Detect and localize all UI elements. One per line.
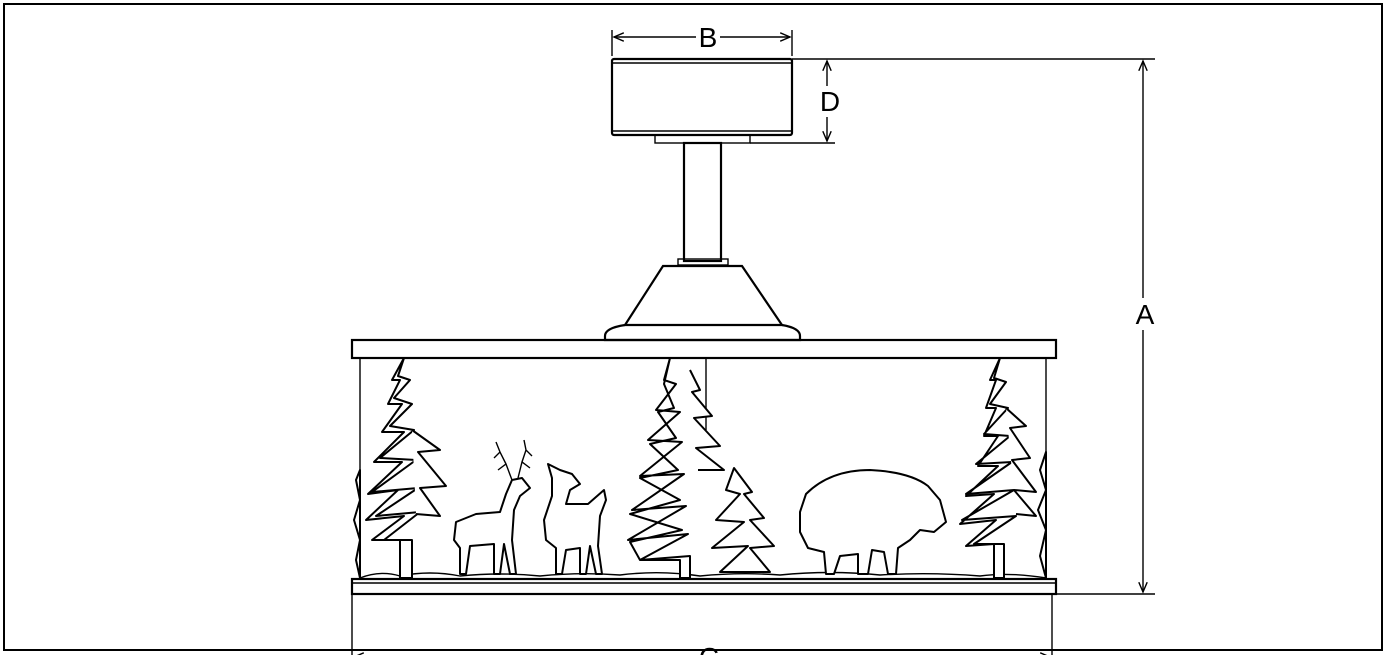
- tree-right: [959, 357, 1017, 579]
- drum-top-plate: [350, 338, 1058, 360]
- tree-right-branches: [1005, 407, 1037, 517]
- dimension-b: [611, 30, 793, 56]
- tree-center-tall-right: [689, 369, 725, 471]
- dimension-a: [1056, 61, 1155, 595]
- drawing-border: [3, 3, 1383, 651]
- tree-right-edge: [1037, 451, 1047, 579]
- label-c: C: [699, 642, 719, 655]
- dimension-d: [750, 58, 1155, 144]
- tree-1-branches: [411, 429, 447, 517]
- deer-doe: [543, 463, 607, 575]
- tree-center-tall: [627, 357, 691, 579]
- downrod: [677, 141, 729, 266]
- label-d: D: [820, 86, 840, 117]
- bear: [799, 469, 947, 575]
- dimension-c: [351, 594, 1053, 655]
- label-a: A: [1136, 299, 1155, 330]
- tree-left-edge: [353, 469, 361, 579]
- tree-center-small: [711, 467, 775, 573]
- drum-bottom-ring: [350, 577, 1058, 596]
- motor-housing: [603, 264, 802, 342]
- deer-buck: [453, 439, 533, 575]
- label-b: B: [699, 22, 718, 53]
- tree-1: [365, 357, 421, 579]
- canopy: [610, 57, 794, 144]
